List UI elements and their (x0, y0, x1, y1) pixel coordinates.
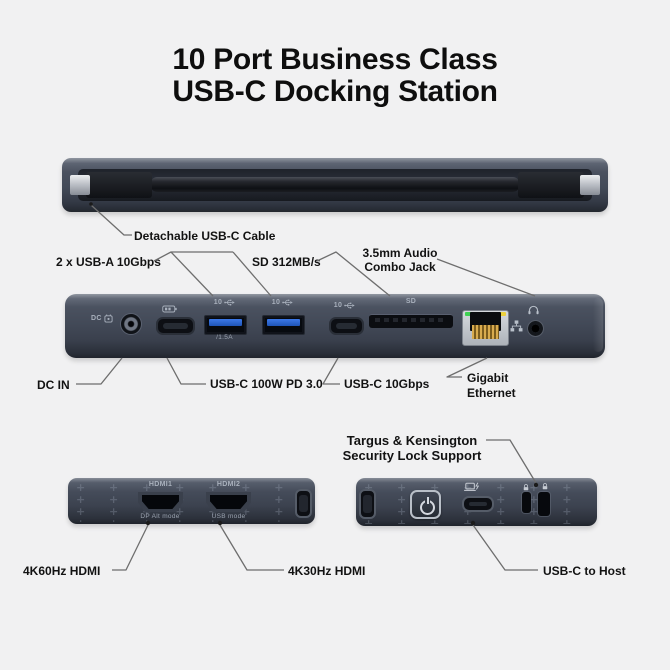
hdmi-port-2 (206, 492, 251, 512)
usb-trident-icon (282, 299, 293, 306)
callout-security-lock: Targus & Kensington Security Lock Suppor… (330, 433, 494, 463)
hdmi-port-1 (138, 492, 183, 512)
lock-icon (542, 483, 548, 490)
callout-usb-c-host: USB-C to Host (543, 564, 626, 578)
title-line-2: USB-C Docking Station (172, 75, 498, 108)
usb-c-tip-right (580, 175, 600, 195)
callout-audio-line1: 3.5mm Audio (362, 246, 438, 260)
line-usb-a-main (153, 251, 233, 262)
callout-usb-c-10g: USB-C 10Gbps (344, 377, 430, 391)
usb-c-side-port (295, 489, 312, 518)
usb-a2-speed-label: 10 (262, 299, 303, 306)
usb-c-tip-left (70, 175, 90, 195)
line-usb-c-10g (322, 357, 340, 385)
hdmi2-mode-label: USB mode (200, 513, 257, 520)
ethernet-led-amber (498, 312, 506, 316)
hdmi2-label-text: HDMI2 (216, 481, 241, 488)
line-usb-a-1 (170, 251, 214, 297)
callout-hdmi-4k60: 4K60Hz HDMI (23, 564, 101, 578)
callout-ethernet-line2: Ethernet (467, 385, 516, 400)
line-usb-c-pd (166, 357, 206, 385)
usb-c-host-port (462, 496, 494, 512)
callout-audio-line2: Combo Jack (364, 259, 436, 274)
usb-trident-icon (344, 302, 355, 309)
usb-a-port-2 (262, 315, 305, 335)
usb-a1-current-label: /1.5A (204, 334, 245, 341)
usb-c-10g-port (329, 317, 364, 335)
usb-c-pd-port (156, 317, 195, 335)
page-title: 10 Port Business Class USB-C Docking Sta… (0, 44, 670, 108)
callout-usb-c-pd: USB-C 100W PD 3.0 (210, 377, 323, 391)
line-usb-c-host (472, 524, 538, 571)
callout-security-line2: Security Lock Support (342, 448, 482, 463)
line-audio-jack (436, 258, 536, 297)
line-hdmi-2 (219, 524, 284, 571)
sd-slot-label: SD (369, 298, 453, 305)
dc-label-text: DC (91, 315, 102, 322)
hdmi1-label-text: HDMI1 (148, 481, 173, 488)
callout-security-line1: Targus & Kensington (346, 433, 478, 448)
power-icon (420, 497, 435, 515)
usb-a1-speed-label: 10 (204, 299, 245, 306)
audio-combo-jack (527, 320, 544, 337)
hdmi1-mode-label: DP Alt mode (130, 513, 190, 520)
usb-c-edge-port (359, 489, 376, 519)
dock-top-view (62, 158, 608, 212)
lock-icon (523, 484, 529, 491)
sd-label-text: SD (405, 298, 417, 305)
power-button (410, 490, 441, 519)
callout-dc-in: DC IN (37, 378, 70, 392)
targus-lock-slot (522, 492, 531, 513)
line-dc-in (76, 357, 123, 385)
usb-c-cable (150, 177, 520, 192)
usb-a-port-1 (204, 315, 247, 335)
hdmi1-port-label: HDMI1 (138, 481, 183, 488)
usb-speed-text: 10 (213, 299, 223, 306)
ethernet-icon (510, 320, 523, 332)
usb-c-connector-right (518, 172, 584, 198)
callout-gigabit-ethernet: Gigabit Ethernet (467, 371, 516, 400)
laptop-charging-icon (464, 482, 480, 491)
title-line-1: 10 Port Business Class (172, 43, 498, 76)
usb-trident-icon (224, 299, 235, 306)
usb-c-connector-left (86, 172, 152, 198)
callout-ethernet-line1: Gigabit (467, 371, 509, 385)
hdmi1-mode-text: DP Alt mode (140, 513, 180, 520)
kensington-lock-slot (538, 492, 550, 516)
hdmi2-port-label: HDMI2 (206, 481, 251, 488)
ethernet-pins (472, 325, 499, 339)
dc-port-label: DC (91, 314, 113, 323)
callout-detachable-cable: Detachable USB-C Cable (134, 229, 276, 243)
dock-front-view: DC 10 /1.5A 10 (65, 294, 605, 358)
dc-plug-icon (104, 314, 113, 323)
usb-c-10g-speed-label: 10 (329, 302, 360, 309)
callout-audio-jack: 3.5mm Audio Combo Jack (352, 246, 448, 274)
battery-icon (162, 305, 177, 313)
dock-hdmi-side-view: + + + + + + + + + + + + + + + + + + + + … (68, 478, 315, 524)
dc-in-jack (120, 313, 142, 335)
headphones-icon (528, 305, 539, 315)
sd-card-slot (369, 314, 453, 328)
texture-pattern: + + + + + + + + + + + + + + + + + + + + … (76, 482, 294, 522)
line-hdmi-1 (112, 524, 149, 571)
callout-hdmi-4k30: 4K30Hz HDMI (288, 564, 366, 578)
ethernet-led-green (465, 312, 473, 316)
usb-speed-text: 10 (333, 302, 343, 309)
callout-usb-a: 2 x USB-A 10Gbps (56, 255, 161, 269)
usb-speed-text: 10 (271, 299, 281, 306)
ethernet-port (462, 310, 509, 346)
usb-current-text: /1.5A (216, 334, 233, 341)
dock-host-side-view: + + + + + + + + + + + + + + + + + + + + … (356, 478, 597, 526)
callout-sd-card: SD 312MB/s (252, 255, 321, 269)
hdmi2-mode-text: USB mode (211, 513, 246, 520)
